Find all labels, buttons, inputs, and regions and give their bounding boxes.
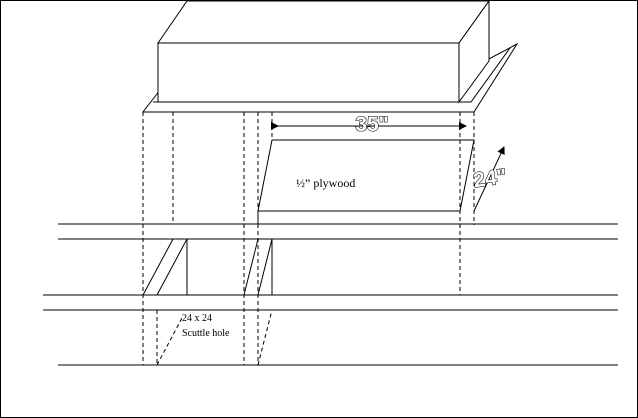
middle-framing-diagonal-2 [257, 238, 273, 296]
box-side-face [458, 0, 490, 104]
left-framing [142, 238, 188, 296]
left-framing-diagonal-1 [142, 238, 174, 296]
plywood-panel [257, 139, 475, 212]
width-dimension: 35" [271, 112, 467, 137]
depth-dimension-label: 24" [472, 165, 508, 192]
depth-dimension-line [473, 146, 505, 212]
middle-framing-lower-diagonal [257, 309, 273, 366]
attic-box [141, 0, 519, 113]
box-front-face [157, 42, 460, 103]
width-dimension-label: 35" [355, 113, 388, 136]
left-framing-diagonal-2 [156, 238, 188, 296]
scuttle-hole-label: Scuttle hole [182, 328, 230, 339]
box-top-face [157, 0, 490, 44]
middle-framing-diagonal-1 [243, 238, 259, 296]
joist-lines [43, 223, 618, 366]
middle-framing [243, 238, 273, 366]
scuttle-size-label: 24 x 24 [182, 313, 212, 324]
scuttle-leader-line [156, 317, 183, 366]
depth-dimension: 24" [471, 146, 509, 212]
plywood-label: ½” plywood [296, 176, 355, 190]
